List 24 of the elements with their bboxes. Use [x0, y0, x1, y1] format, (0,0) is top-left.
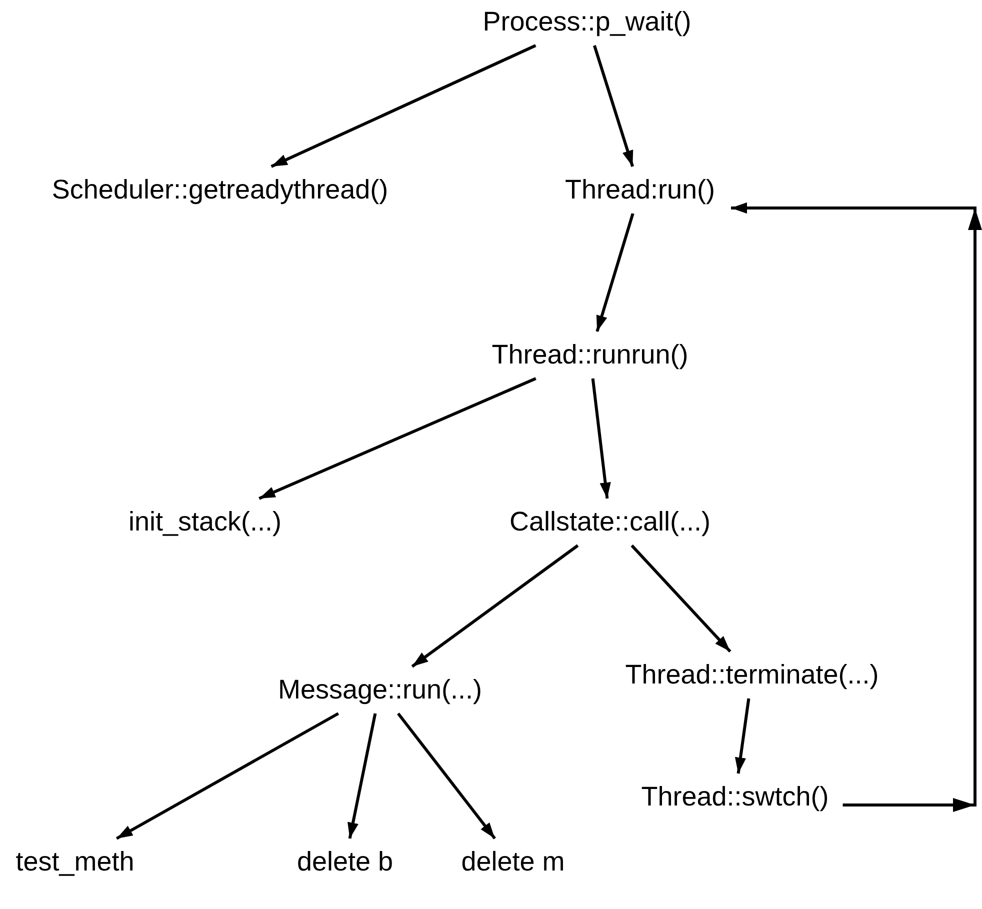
arrow [630, 544, 732, 653]
arrow [347, 713, 377, 839]
function-label: init_stack(...) [126, 504, 284, 540]
function-label: Scheduler::getreadythread() [50, 172, 390, 208]
arrow [116, 712, 340, 840]
function-label: Process::p_wait() [480, 4, 694, 40]
function-label: delete b [294, 844, 396, 880]
arrow [596, 213, 634, 332]
arrow [734, 698, 750, 774]
function-label: Thread::terminate(...) [623, 658, 881, 692]
function-label: Message::run(...) [276, 672, 484, 708]
arrow [258, 377, 536, 500]
function-label: Thread:run() [562, 172, 718, 208]
function-label: delete m [459, 844, 567, 880]
function-label: test_meth [14, 844, 136, 880]
arrow [592, 45, 634, 167]
arrow [396, 712, 496, 840]
arrow [270, 44, 536, 168]
arrow [591, 378, 611, 499]
arrow [411, 544, 579, 668]
arrow [731, 202, 976, 806]
function-label: Thread::swtch() [639, 780, 831, 814]
function-label: Thread::runrun() [490, 338, 690, 372]
function-label: Callstate::call(...) [507, 504, 713, 540]
